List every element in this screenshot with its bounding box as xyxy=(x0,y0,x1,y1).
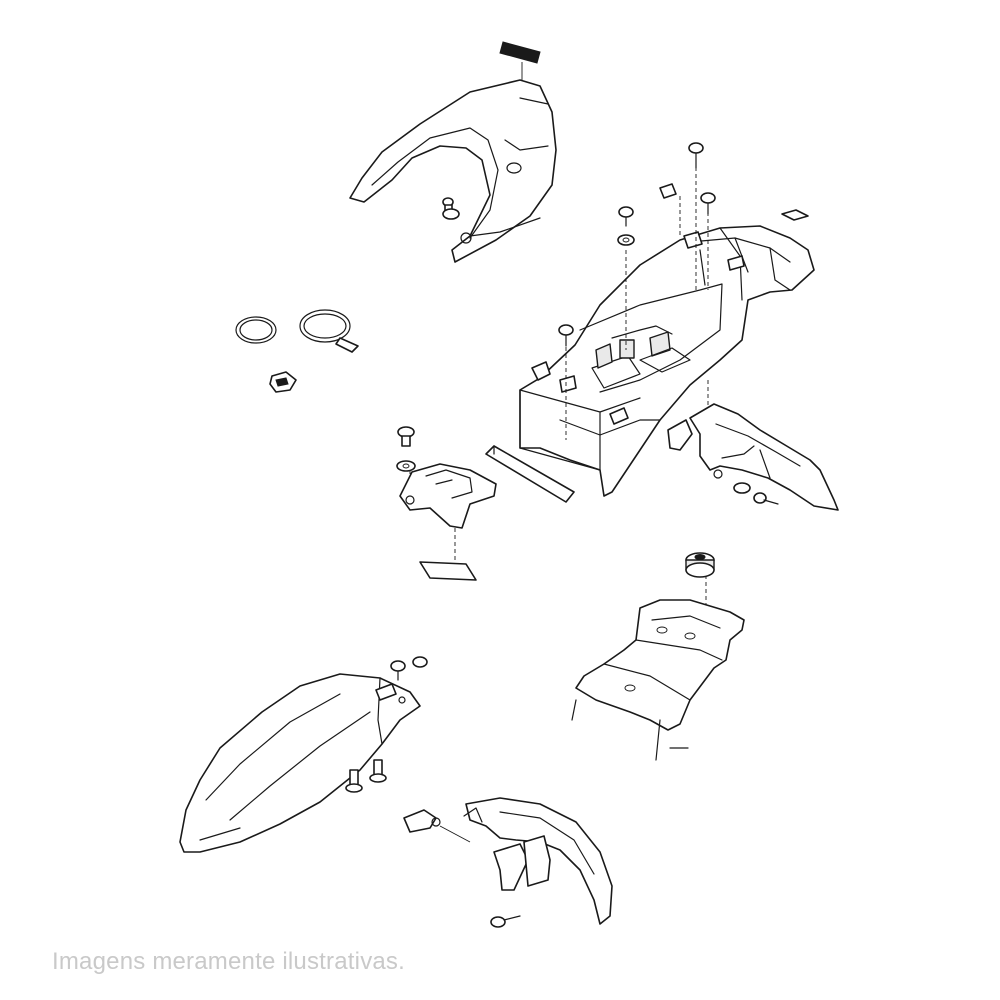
clip-part xyxy=(659,183,677,199)
bolt-part xyxy=(558,324,574,347)
bolt-part xyxy=(345,769,363,793)
license-bracket-part xyxy=(667,403,839,511)
o-ring-part xyxy=(235,316,277,344)
washer-part xyxy=(617,234,635,246)
bolt-part xyxy=(490,915,521,928)
washer-part xyxy=(396,460,416,472)
bolt-part xyxy=(753,492,779,505)
seat-cowl-part xyxy=(349,79,557,263)
bolt-part xyxy=(688,142,704,169)
disclaimer-caption: Imagens meramente ilustrativas. xyxy=(52,948,406,975)
brake-hose-clamp-part xyxy=(403,809,471,843)
bolt-part xyxy=(369,759,387,783)
bolt-part xyxy=(618,206,634,227)
rear-fender-part xyxy=(179,673,421,853)
bolt-part xyxy=(397,426,415,447)
damper-part xyxy=(685,552,715,578)
hose-clamp-part xyxy=(299,309,359,353)
pad-part xyxy=(781,209,809,221)
clip-part xyxy=(269,371,297,393)
bolt-part xyxy=(700,192,716,215)
rubber-pad-part xyxy=(419,561,477,581)
bolt-part xyxy=(390,660,406,681)
washer-part xyxy=(733,482,751,494)
rubber-strip-part xyxy=(485,445,575,503)
battery-bracket-part xyxy=(399,463,497,529)
bolt-part xyxy=(442,197,460,220)
nut-part xyxy=(412,656,428,668)
seat-frame-bracket-part xyxy=(571,599,745,761)
front-fender-part xyxy=(463,797,613,925)
